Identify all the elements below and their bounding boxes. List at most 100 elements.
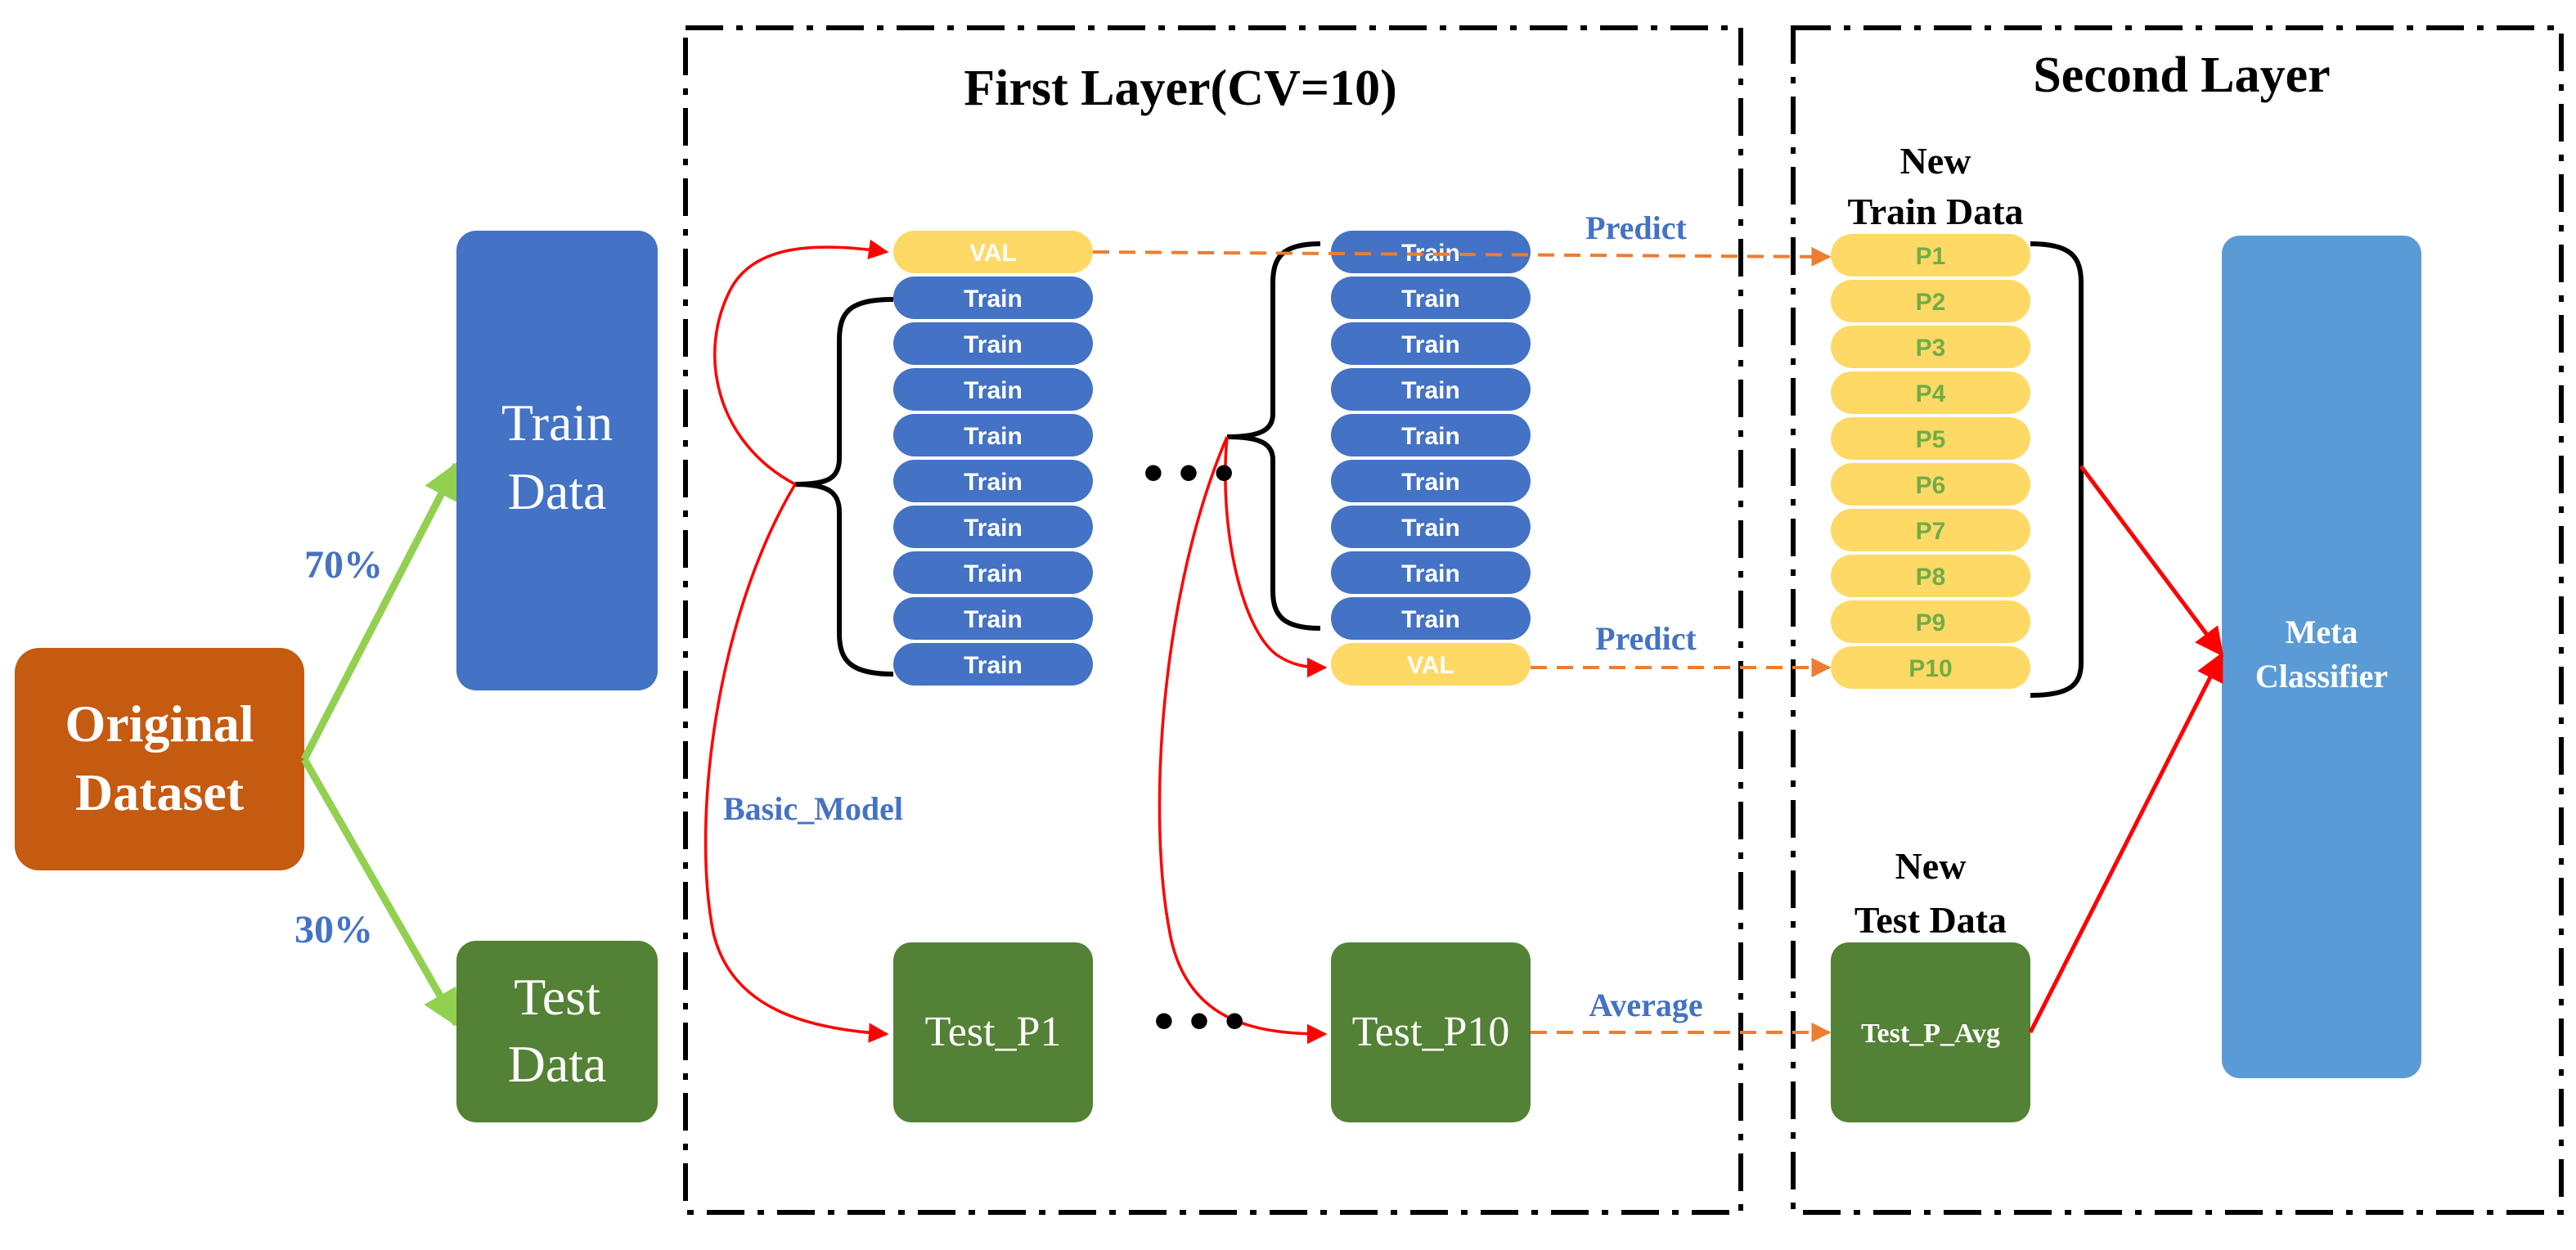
first-layer-frame — [683, 25, 1743, 1215]
train-percent-label: 70% — [304, 543, 383, 587]
fold-1-train-3-pill — [893, 368, 1093, 411]
test-percent-label: 30% — [294, 908, 373, 951]
fold-1-train-9-label: Train — [964, 652, 1023, 679]
fold-10-train-5-pill — [1331, 414, 1531, 456]
p-item-2-label: P2 — [1916, 289, 1946, 316]
fold-1-stack: VALTrainTrainTrainTrainTrainTrainTrainTr… — [893, 231, 1093, 686]
split-arrow-train — [301, 461, 460, 762]
fold-10-train-8-label: Train — [1401, 560, 1460, 587]
train-data-box — [456, 231, 658, 690]
fold-10-train-6-label: Train — [1401, 469, 1460, 496]
basic-model-arrow-to-val-10 — [1224, 436, 1328, 678]
p-item-10-label: P10 — [1908, 655, 1952, 682]
train-data-label-1: Train — [501, 393, 613, 452]
new-test-label-2: Test Data — [1854, 899, 2007, 941]
test-p10-box — [1331, 942, 1531, 1122]
p-item-6-label: P6 — [1916, 472, 1946, 499]
basic-model-arrow-to-test-p1 — [704, 483, 889, 1043]
meta-classifier-label-2: Classifier — [2255, 658, 2388, 695]
test-data-box — [456, 941, 658, 1122]
ellipsis-tests: • • • — [1153, 988, 1245, 1054]
fold-10-train-2-pill — [1331, 277, 1531, 319]
arrow-train-to-meta — [2079, 465, 2224, 657]
fold-1-val-label: VAL — [969, 240, 1017, 267]
fold-1-train-5-label: Train — [964, 469, 1023, 496]
basic-model-arrow-to-test-p10 — [1158, 436, 1328, 1045]
fold-10-train-9-label: Train — [1401, 606, 1460, 633]
p-item-7-pill — [1831, 509, 2030, 551]
p-item-1-label: P1 — [1916, 243, 1946, 270]
basic-model-arrow-to-val — [713, 239, 889, 486]
fold-1-train-5-pill — [893, 460, 1093, 502]
fold-10-train-8-pill — [1331, 551, 1531, 594]
predict-top-arrow — [1092, 246, 1832, 267]
p-item-1-pill — [1831, 234, 2030, 277]
p-item-10-pill — [1831, 646, 2030, 689]
p-item-2-pill — [1831, 280, 2030, 322]
test-p-avg-box — [1831, 942, 2030, 1122]
second-layer-frame — [1791, 25, 2564, 1215]
fold-10-train-3-label: Train — [1401, 331, 1460, 358]
new-test-label-1: New — [1895, 845, 1967, 887]
fold-10-train-4-label: Train — [1401, 377, 1460, 404]
original-dataset-label-1: Original — [65, 695, 254, 753]
test-data-label-2: Data — [508, 1035, 607, 1093]
fold-10-stack: TrainTrainTrainTrainTrainTrainTrainTrain… — [1331, 231, 1531, 686]
test-p1-label: Test_P1 — [925, 1009, 1062, 1055]
p-item-9-label: P9 — [1916, 609, 1946, 636]
p-item-4-pill — [1831, 371, 2030, 414]
fold-1-train-2-pill — [893, 322, 1093, 365]
fold-10-train-3-pill — [1331, 322, 1531, 365]
test-p1-box — [893, 942, 1093, 1122]
predict-top-label: Predict — [1585, 209, 1687, 246]
fold-1-train-6-pill — [893, 506, 1093, 548]
predict-bottom-label: Predict — [1595, 620, 1697, 657]
meta-classifier-box — [2222, 236, 2421, 1078]
fold-10-val-pill — [1331, 643, 1531, 686]
fold-10-train-4-pill — [1331, 368, 1531, 411]
fold-10-brace — [1226, 241, 1321, 631]
p-item-5-label: P5 — [1916, 426, 1946, 453]
original-dataset-label-2: Dataset — [75, 763, 245, 821]
p-item-4-label: P4 — [1916, 380, 1946, 407]
basic-model-label: Basic_Model — [723, 790, 903, 827]
second-layer-title: Second Layer — [2033, 47, 2330, 103]
fold-1-train-2-label: Train — [964, 331, 1023, 358]
fold-1-train-8-pill — [893, 597, 1093, 640]
p-item-7-label: P7 — [1916, 518, 1946, 545]
fold-1-train-3-label: Train — [964, 377, 1023, 404]
fold-1-val-pill — [893, 231, 1093, 273]
new-train-label-1: New — [1900, 140, 1971, 182]
p-item-8-pill — [1831, 555, 2030, 597]
average-label: Average — [1589, 987, 1702, 1023]
first-layer-title: First Layer(CV=10) — [964, 61, 1396, 116]
meta-classifier-label-1: Meta — [2286, 614, 2358, 650]
ellipsis-folds: • • • — [1143, 440, 1234, 506]
split-arrow-test — [301, 757, 460, 1027]
fold-1-train-4-label: Train — [964, 423, 1023, 450]
fold-1-train-8-label: Train — [964, 606, 1023, 633]
arrow-test-to-meta — [2028, 651, 2224, 1034]
p-item-5-pill — [1831, 417, 2030, 460]
fold-1-brace — [794, 297, 894, 677]
fold-10-train-7-pill — [1331, 506, 1531, 548]
fold-10-val-label: VAL — [1407, 652, 1454, 679]
fold-1-train-7-pill — [893, 551, 1093, 594]
new-train-brace — [2030, 241, 2084, 698]
fold-10-train-6-pill — [1331, 460, 1531, 502]
fold-10-train-1-pill — [1331, 231, 1531, 273]
fold-10-train-9-pill — [1331, 597, 1531, 640]
p-item-8-label: P8 — [1916, 564, 1946, 591]
fold-1-train-6-label: Train — [964, 515, 1023, 542]
fold-10-train-7-label: Train — [1401, 515, 1460, 542]
test-p-avg-label: Test_P_Avg — [1861, 1018, 2000, 1049]
test-p10-label: Test_P10 — [1352, 1009, 1510, 1055]
original-dataset-box — [15, 648, 304, 870]
p-item-3-label: P3 — [1916, 335, 1946, 362]
new-train-label-2: Train Data — [1847, 191, 2023, 232]
train-data-label-2: Data — [508, 462, 607, 520]
fold-10-train-2-label: Train — [1401, 286, 1460, 312]
p-item-3-pill — [1831, 326, 2030, 368]
